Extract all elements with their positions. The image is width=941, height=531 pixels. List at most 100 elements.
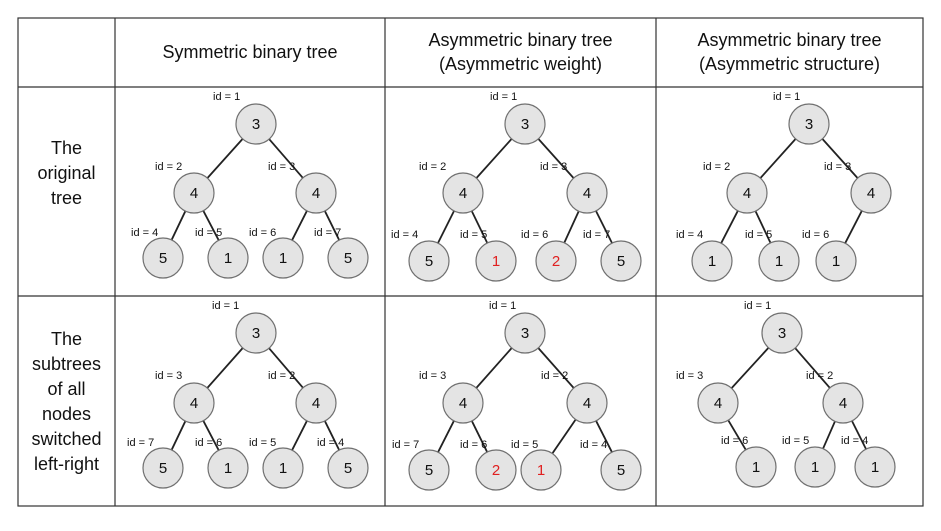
- tree-edge: [794, 347, 831, 389]
- tree-node: [173, 382, 215, 424]
- tree-node-value: 5: [159, 250, 167, 267]
- tree-node: [600, 240, 642, 282]
- tree-node-id-label: id = 6: [195, 437, 222, 449]
- tree-node-id-label: id = 6: [802, 229, 829, 241]
- tree-node: [735, 446, 777, 488]
- tree-node-value: 5: [617, 462, 625, 479]
- tree-edge: [324, 420, 340, 451]
- tree-node-value: 1: [492, 253, 500, 270]
- header-asymmetric-structure-line2: (Asymmetric structure): [698, 54, 880, 74]
- tree-node: [854, 446, 896, 488]
- tree-node-id-label: id = 5: [782, 435, 809, 447]
- tree-edge: [821, 138, 859, 179]
- tree-node-id-label: id = 6: [521, 229, 548, 241]
- tree-node: [504, 312, 546, 354]
- tree-node: [822, 382, 864, 424]
- header-asymmetric-weight-line2: (Asymmetric weight): [438, 54, 603, 74]
- tree-node-id-label: id = 3: [540, 161, 567, 173]
- tree-node-value: 1: [775, 253, 783, 270]
- tree-node-value: 3: [805, 116, 813, 133]
- tree-edge: [475, 138, 513, 179]
- tree-edge: [844, 210, 863, 244]
- tree-node-value: 1: [871, 459, 879, 476]
- tree-edge: [475, 347, 513, 389]
- tree-node: [600, 449, 642, 491]
- tree-node: [504, 103, 546, 145]
- tree-node: [235, 103, 277, 145]
- tree-node: [295, 172, 337, 214]
- tree-edge: [437, 210, 455, 244]
- tree-edge: [471, 420, 488, 453]
- tree-edge: [730, 347, 770, 389]
- tree-edge: [727, 419, 747, 451]
- row-label-switched-line: The: [50, 329, 83, 349]
- tree-node-id-label: id = 2: [703, 161, 730, 173]
- tree-node-value: 5: [617, 253, 625, 270]
- tree-node-id-label: id = 3: [155, 370, 182, 382]
- tree-edge: [268, 138, 304, 179]
- tree-node: [794, 446, 836, 488]
- tree-node-id-label: id = 2: [541, 370, 568, 382]
- tree-node-id-label: id = 5: [249, 437, 276, 449]
- row-label-switched: The subtrees of all nodes switched left-…: [18, 327, 115, 477]
- tree-node: [207, 447, 249, 489]
- tree-node-value: 1: [811, 459, 819, 476]
- row-label-original-line: The: [50, 138, 83, 158]
- tree-node: [408, 449, 450, 491]
- tree-node-id-label: id = 7: [392, 439, 419, 451]
- tree-node: [327, 447, 369, 489]
- tree-edge: [206, 347, 244, 389]
- tree-node-id-label: id = 1: [744, 300, 771, 312]
- tree-edge: [206, 138, 244, 179]
- tree-node-value: 4: [583, 185, 591, 202]
- tree-edge: [851, 420, 867, 450]
- tree-edge: [170, 420, 187, 451]
- tree-node: [262, 447, 304, 489]
- tree-node-value: 4: [583, 395, 591, 412]
- tree-node-id-label: id = 2: [806, 370, 833, 382]
- tree-edge: [202, 210, 220, 241]
- tree-node-value: 1: [279, 250, 287, 267]
- header-asymmetric-weight-line1: Asymmetric binary tree: [428, 30, 613, 50]
- tree-node-value: 1: [752, 459, 760, 476]
- tree-node-id-label: id = 4: [391, 229, 418, 241]
- tree-edge: [537, 138, 575, 179]
- tree-node-value: 5: [159, 460, 167, 477]
- tree-node-value: 3: [252, 116, 260, 133]
- tree-edge: [170, 210, 187, 241]
- tree-node: [295, 382, 337, 424]
- tree-edge: [202, 420, 220, 451]
- header-symmetric: Symmetric binary tree: [115, 40, 385, 64]
- tree-node-id-label: id = 3: [676, 370, 703, 382]
- row-label-switched-line: switched: [31, 429, 102, 449]
- tree-node: [815, 240, 857, 282]
- tree-node-value: 1: [224, 460, 232, 477]
- tree-node-value: 1: [279, 460, 287, 477]
- row-label-switched-line: left-right: [33, 454, 100, 474]
- tree-node-value: 4: [190, 185, 198, 202]
- tree-node-id-label: id = 5: [195, 227, 222, 239]
- tree-node: [262, 237, 304, 279]
- row-label-switched-line: subtrees: [31, 354, 102, 374]
- tree-node-id-label: id = 3: [268, 161, 295, 173]
- header-asymmetric-weight: Asymmetric binary tree (Asymmetric weigh…: [385, 28, 656, 76]
- tree-node-value: 3: [521, 116, 529, 133]
- tree-node-value: 3: [521, 325, 529, 342]
- tree-node-id-label: id = 4: [317, 437, 344, 449]
- tree-node-value: 1: [832, 253, 840, 270]
- header-asymmetric-structure: Asymmetric binary tree (Asymmetric struc…: [656, 28, 923, 76]
- tree-node-id-label: id = 1: [773, 91, 800, 103]
- tree-node-value: 5: [425, 462, 433, 479]
- tree-edge: [324, 210, 340, 241]
- tree-edge: [470, 210, 489, 244]
- tree-node-value: 4: [190, 395, 198, 412]
- tree-node-id-label: id = 5: [745, 229, 772, 241]
- tree-node-value: 2: [552, 253, 560, 270]
- tree-node-id-label: id = 3: [419, 370, 446, 382]
- tree-node-value: 4: [867, 185, 875, 202]
- tree-node: [726, 172, 768, 214]
